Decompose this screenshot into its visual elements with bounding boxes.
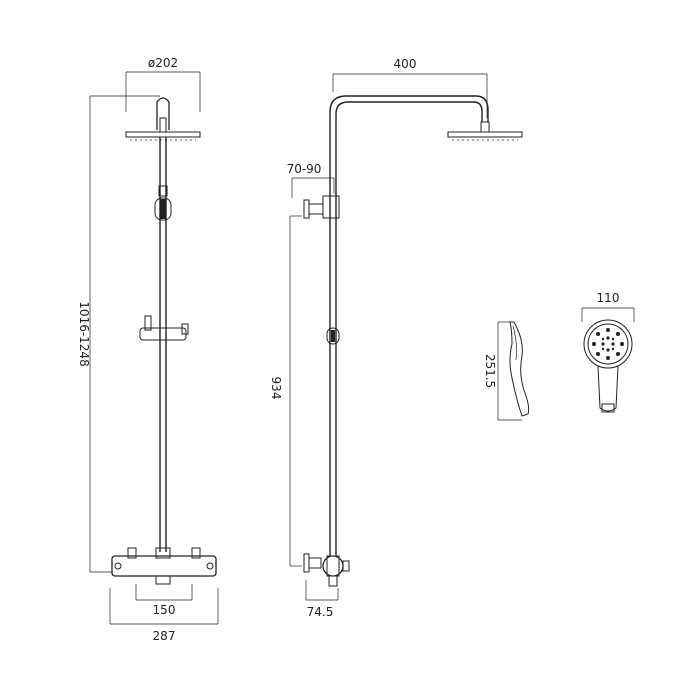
riser-top-bend (156, 97, 170, 130)
shower-head-front (125, 117, 201, 141)
shower-head-side (447, 121, 523, 141)
handset-face-outer (583, 319, 633, 369)
handset-face-inner (587, 323, 629, 365)
front-view: ø202 1016-1248 (77, 56, 219, 643)
handset-length-dimension: 251.5 (483, 321, 522, 421)
outlet-height-label: 934 (269, 377, 283, 400)
handset-profile (509, 321, 530, 417)
side-view: 400 70-90 (269, 57, 523, 619)
valve-depth-label: 74.5 (307, 605, 334, 619)
slider-knob-side (326, 327, 340, 345)
riser-with-arm-side (329, 95, 489, 556)
total-height-dimension: 1016-1248 (77, 95, 160, 573)
valve-width-label: 287 (153, 629, 176, 643)
handset-nozzles (592, 328, 624, 360)
handset-handle-front (597, 365, 619, 412)
head-diameter-dimension: ø202 (125, 56, 201, 112)
outlet-height-dimension: 934 (269, 215, 302, 567)
wall-bracket-side (303, 195, 340, 219)
handset-width-dimension: 110 (581, 291, 635, 322)
handset-side-view: 251.5 (483, 321, 530, 421)
head-diameter-label: ø202 (148, 56, 178, 70)
valve-depth-dimension: 74.5 (305, 580, 339, 619)
handset-width-label: 110 (597, 291, 620, 305)
handset-face-line (512, 325, 517, 361)
handset-length-label: 251.5 (483, 354, 497, 388)
arm-projection-label: 400 (394, 57, 417, 71)
wall-offset-dimension: 70-90 (287, 162, 335, 198)
arm-projection-dimension: 400 (332, 57, 488, 118)
handset-connector (601, 403, 615, 413)
wall-offset-label: 70-90 (287, 162, 322, 176)
valve-assembly-side (303, 553, 350, 587)
slider-holder-front (139, 315, 189, 341)
valve-width-dimension: 287 (109, 588, 219, 643)
thermostatic-valve-front (111, 547, 217, 585)
wall-bracket-front (154, 197, 172, 221)
valve-centres-label: 150 (153, 603, 176, 617)
valve-centres-dimension: 150 (135, 584, 193, 617)
total-height-label: 1016-1248 (77, 301, 91, 366)
handset-front-view: 110 (581, 291, 635, 413)
